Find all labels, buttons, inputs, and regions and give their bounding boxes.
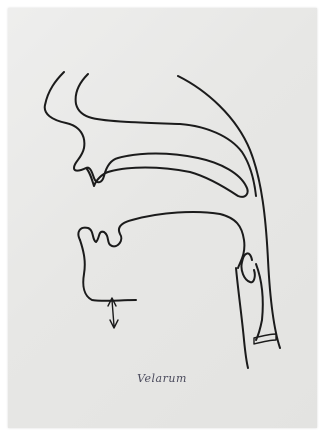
- lower-lip-tongue-outline: [78, 212, 244, 268]
- inner-throat-line: [256, 264, 263, 340]
- jaw-chin-outline: [80, 240, 136, 301]
- throat-front-line: [236, 268, 248, 368]
- diagram-caption: Velarum: [112, 372, 212, 385]
- epiglottis: [241, 253, 254, 282]
- nose-upper-lip-outline: [45, 72, 248, 197]
- jaw-movement-arrow-icon: [108, 298, 118, 328]
